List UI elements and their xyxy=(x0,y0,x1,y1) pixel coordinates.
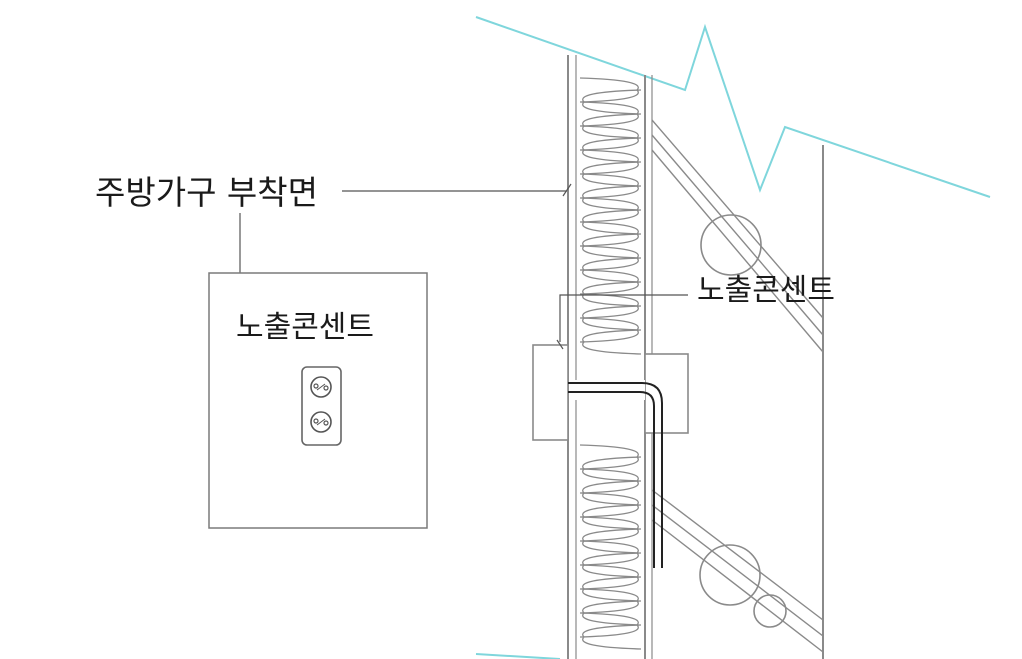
socket-top xyxy=(310,376,332,398)
junction-box-section xyxy=(644,353,689,434)
insulation-hatch-lower xyxy=(579,444,642,650)
label-outlet-section: 노출콘센트 xyxy=(697,273,835,308)
wall-section xyxy=(567,55,824,659)
cable-inner xyxy=(568,391,655,568)
outlet-body-section xyxy=(532,344,569,441)
diagonal-members xyxy=(651,119,824,653)
leader-outlet-section xyxy=(556,294,688,350)
socket-bottom xyxy=(310,411,332,433)
break-line-top xyxy=(475,16,991,198)
label-mounting-surface: 주방가구 부착면 xyxy=(95,173,319,212)
break-line-bottom xyxy=(475,653,561,659)
label-outlet-elevation: 노출콘센트 xyxy=(236,310,374,345)
pipe-circles xyxy=(699,214,787,628)
cable xyxy=(568,382,663,568)
insulation-hatch-upper xyxy=(579,77,642,355)
